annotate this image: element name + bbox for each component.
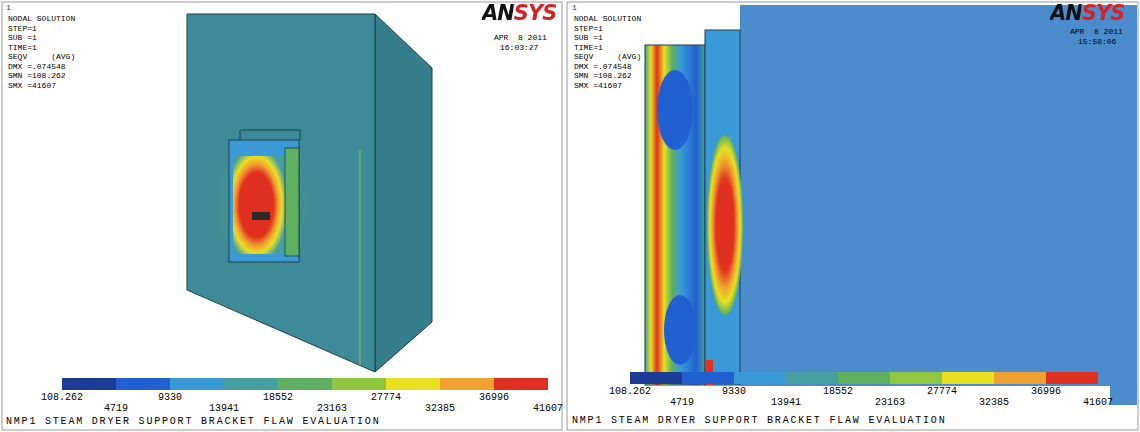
contour-value: 4719: [670, 398, 694, 408]
color-band: [224, 378, 278, 390]
color-band: [734, 372, 786, 384]
color-band: [278, 378, 332, 390]
plot-date: APR 8 2011: [1070, 28, 1123, 36]
time-info: TIME=1: [8, 44, 37, 52]
plot-date: APR 8 2011: [494, 34, 547, 42]
contour-value: 41607: [1083, 398, 1113, 408]
right-panel: [567, 2, 1138, 430]
max-stress: SMX =41607: [8, 82, 56, 90]
plate-front-face: [187, 14, 375, 372]
color-band: [62, 378, 116, 390]
bracket-flange: [285, 148, 299, 256]
color-band: [838, 372, 890, 384]
contour-value: 108.262: [609, 387, 651, 397]
color-band: [942, 372, 994, 384]
contour-value: 32385: [425, 404, 455, 414]
low-zone: [657, 70, 693, 150]
color-band: [786, 372, 838, 384]
min-stress: SMN =108.262: [574, 72, 632, 80]
color-band: [890, 372, 942, 384]
logo: ANSYS: [482, 3, 556, 24]
plot-time: 16:03:27: [500, 44, 538, 52]
contour-value: 4719: [104, 404, 128, 414]
value-ground: [620, 386, 1110, 408]
wall: [740, 5, 1137, 405]
color-bar: [630, 372, 1098, 384]
color-band: [386, 378, 440, 390]
substep-info: SUB =1: [8, 34, 37, 42]
bracket: [229, 140, 299, 262]
plot-type: NODAL SOLUTION: [8, 15, 75, 23]
bracket-hotspot: [233, 156, 285, 254]
step-info: STEP=1: [574, 25, 603, 33]
color-band: [116, 378, 170, 390]
color-band: [332, 378, 386, 390]
result-type: SEQV (AVG): [8, 53, 75, 61]
contour-value: 36996: [1031, 387, 1061, 397]
stress-halo: [200, 120, 324, 290]
plot-number: 1: [6, 4, 11, 12]
color-band: [994, 372, 1046, 384]
plate-side-face: [375, 14, 432, 372]
contour-value: 18552: [823, 387, 853, 397]
contour-value: 41607: [533, 404, 563, 414]
low-zone: [664, 295, 696, 365]
contour-value: 13941: [209, 404, 239, 414]
color-band: [1046, 372, 1098, 384]
color-band: [630, 372, 682, 384]
color-band: [682, 372, 734, 384]
contour-value: 9330: [158, 393, 182, 403]
plot-type: NODAL SOLUTION: [574, 15, 641, 23]
time-info: TIME=1: [574, 44, 603, 52]
flaw-mark: [252, 212, 270, 220]
substep-info: SUB =1: [574, 34, 603, 42]
contour-value: 18552: [263, 393, 293, 403]
edge-line: [360, 150, 361, 365]
plot-time: 15:58:06: [1078, 38, 1116, 46]
contour-value: 27774: [927, 387, 957, 397]
color-band: [170, 378, 224, 390]
plot-number: 1: [572, 4, 577, 12]
contour-value: 108.262: [41, 393, 83, 403]
contour-value: 36996: [479, 393, 509, 403]
contour-value: 23163: [875, 398, 905, 408]
color-bar: [62, 378, 548, 390]
left-panel: [2, 2, 562, 430]
color-band: [440, 378, 494, 390]
plate-hotspot: [707, 135, 743, 315]
max-displacement: DMX =.074548: [8, 63, 66, 71]
step-info: STEP=1: [8, 25, 37, 33]
contour-value: 32385: [979, 398, 1009, 408]
contour-value: 9330: [722, 387, 746, 397]
min-stress: SMN =108.262: [8, 72, 66, 80]
color-band: [494, 378, 548, 390]
result-type: SEQV (AVG): [574, 53, 641, 61]
plot-title: NMP1 STEAM DRYER SUPPORT BRACKET FLAW EV…: [572, 416, 946, 426]
contour-value: 27774: [371, 393, 401, 403]
max-stress: SMX =41607: [574, 82, 622, 90]
plot-title: NMP1 STEAM DRYER SUPPORT BRACKET FLAW EV…: [6, 417, 380, 427]
max-displacement: DMX =.074548: [574, 63, 632, 71]
contour-value: 23163: [317, 404, 347, 414]
contour-value: 13941: [771, 398, 801, 408]
logo: ANSYS: [1050, 3, 1124, 24]
bracket-top: [240, 130, 300, 140]
bracket-elevation: [645, 45, 705, 385]
